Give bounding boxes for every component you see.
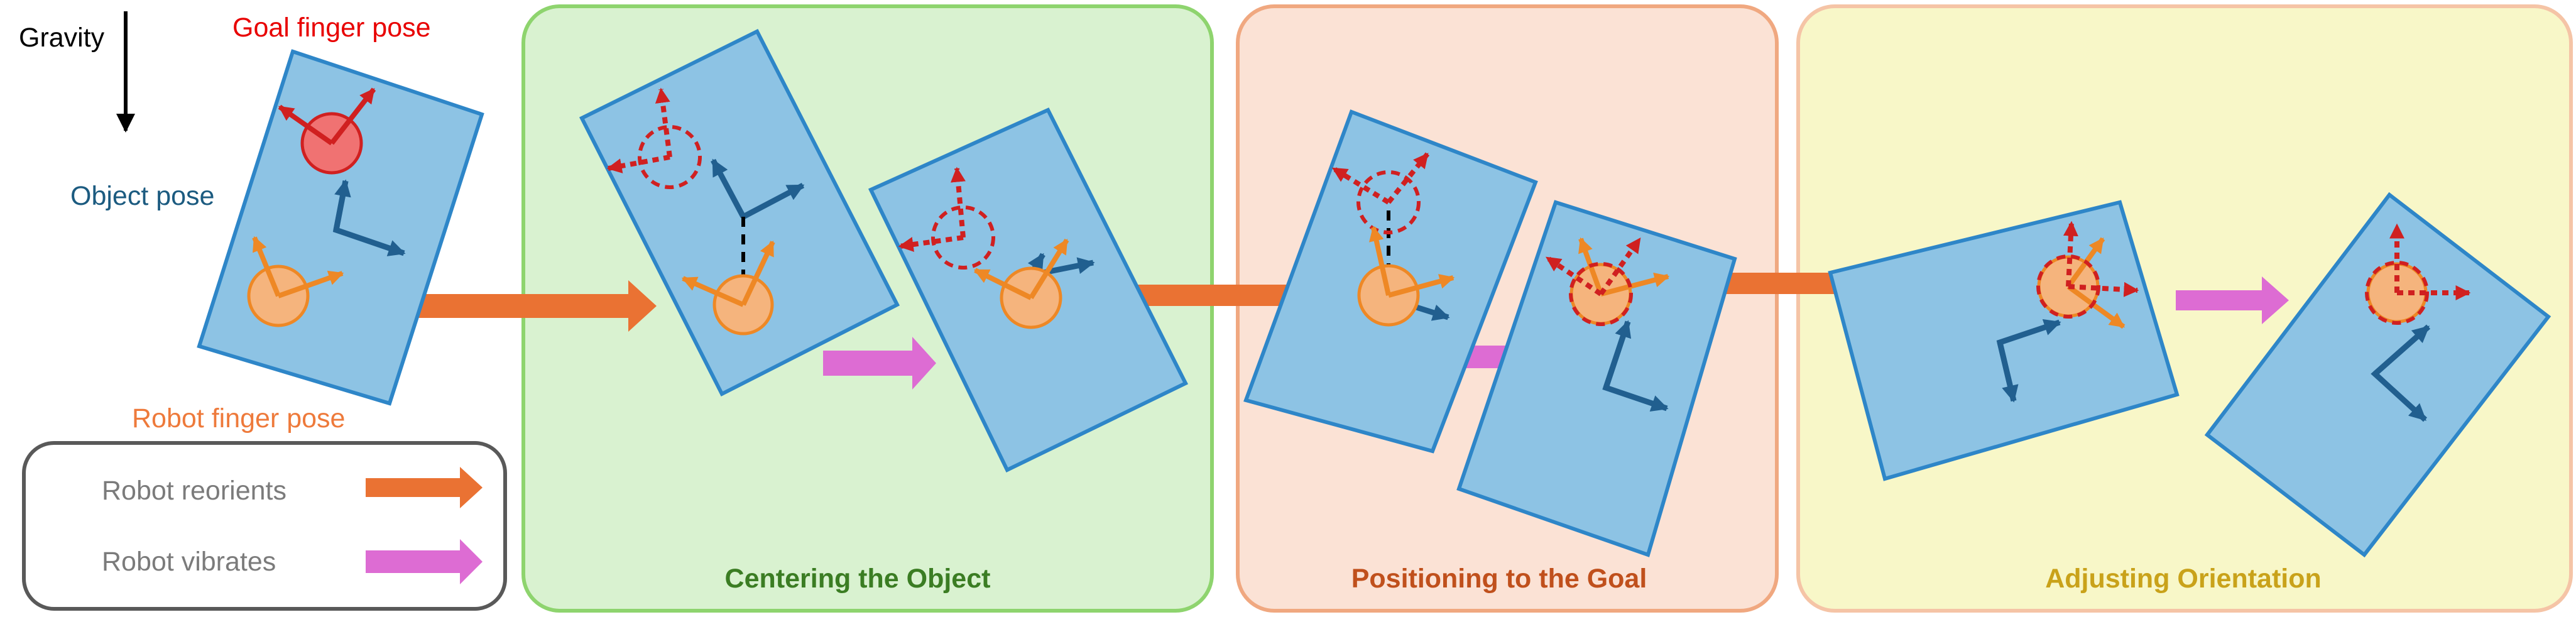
legend-reorients-arrow [366,467,483,508]
object-pose-group-5 [1456,200,1737,557]
goal-finger-axis-a [329,87,376,145]
goal-finger-axis-b [2068,281,2139,297]
object-block [1456,200,1737,557]
stage-centering-title: Centering the Object [725,564,991,594]
robot-finger-axis-b [2066,284,2126,329]
goal-finger-axis-b [278,104,334,146]
legend-reorients-label: Robot reorients [102,476,287,506]
vibrate-arrow-2 [1443,332,1557,382]
robot-finger-pose-label: Robot finger pose [132,403,345,434]
object-pose-group-3 [868,107,1189,473]
goal-finger [2036,254,2100,319]
goal-finger [638,125,702,189]
object-axis-y [2373,324,2430,376]
object-block [197,49,484,406]
goal-finger-axis-a [655,87,672,158]
object-axis-y [711,158,746,219]
object-axis-y [333,179,351,231]
stage-positioning-title: Positioning to the Goal [1351,564,1647,594]
reorient-arrow-2 [1104,271,1345,320]
goal-finger [1569,262,1633,326]
legend-vibrates-label: Robot vibrates [102,547,276,577]
object-pose-group-1 [197,49,484,406]
legend-vibrates-arrow [366,539,483,584]
object-pose-group-4 [1243,109,1538,454]
vibrate-arrow-3 [2176,276,2289,324]
robot-finger-axis-a [1368,226,1391,296]
robot-finger-axis-b [277,270,344,298]
robot-finger-axis-a [1029,238,1069,300]
robot-finger-axis-a [252,236,281,297]
object-pose-label: Object pose [70,181,214,211]
goal-finger [2365,261,2429,325]
goal-finger-pose-label: Goal finger pose [232,13,431,43]
object-axis-y [1603,320,1632,389]
object-pose-group-7 [2204,192,2551,558]
robot-finger-axis-b [973,268,1032,300]
goal-finger-axis-a [951,167,966,238]
goal-finger [1356,170,1421,234]
stage-adjusting-title: Adjusting Orientation [2045,564,2322,594]
robot-finger-axis-b [1387,274,1455,298]
reorient-arrow-1 [339,280,657,332]
robot-finger-axis-b [1600,272,1670,297]
object-pose-group-2 [579,28,900,397]
robot-finger-axis-b [681,276,745,307]
goal-finger [931,205,995,270]
legend-box: Robot reorients Robot vibrates [22,441,507,611]
object-axis-x [741,183,805,219]
object-axis-y [1997,341,2019,403]
vibrate-arrow-1 [823,337,936,390]
gravity-label: Gravity [19,23,105,53]
robot-finger-axis-a [741,240,775,306]
object-pose-group-6 [1828,200,2180,481]
